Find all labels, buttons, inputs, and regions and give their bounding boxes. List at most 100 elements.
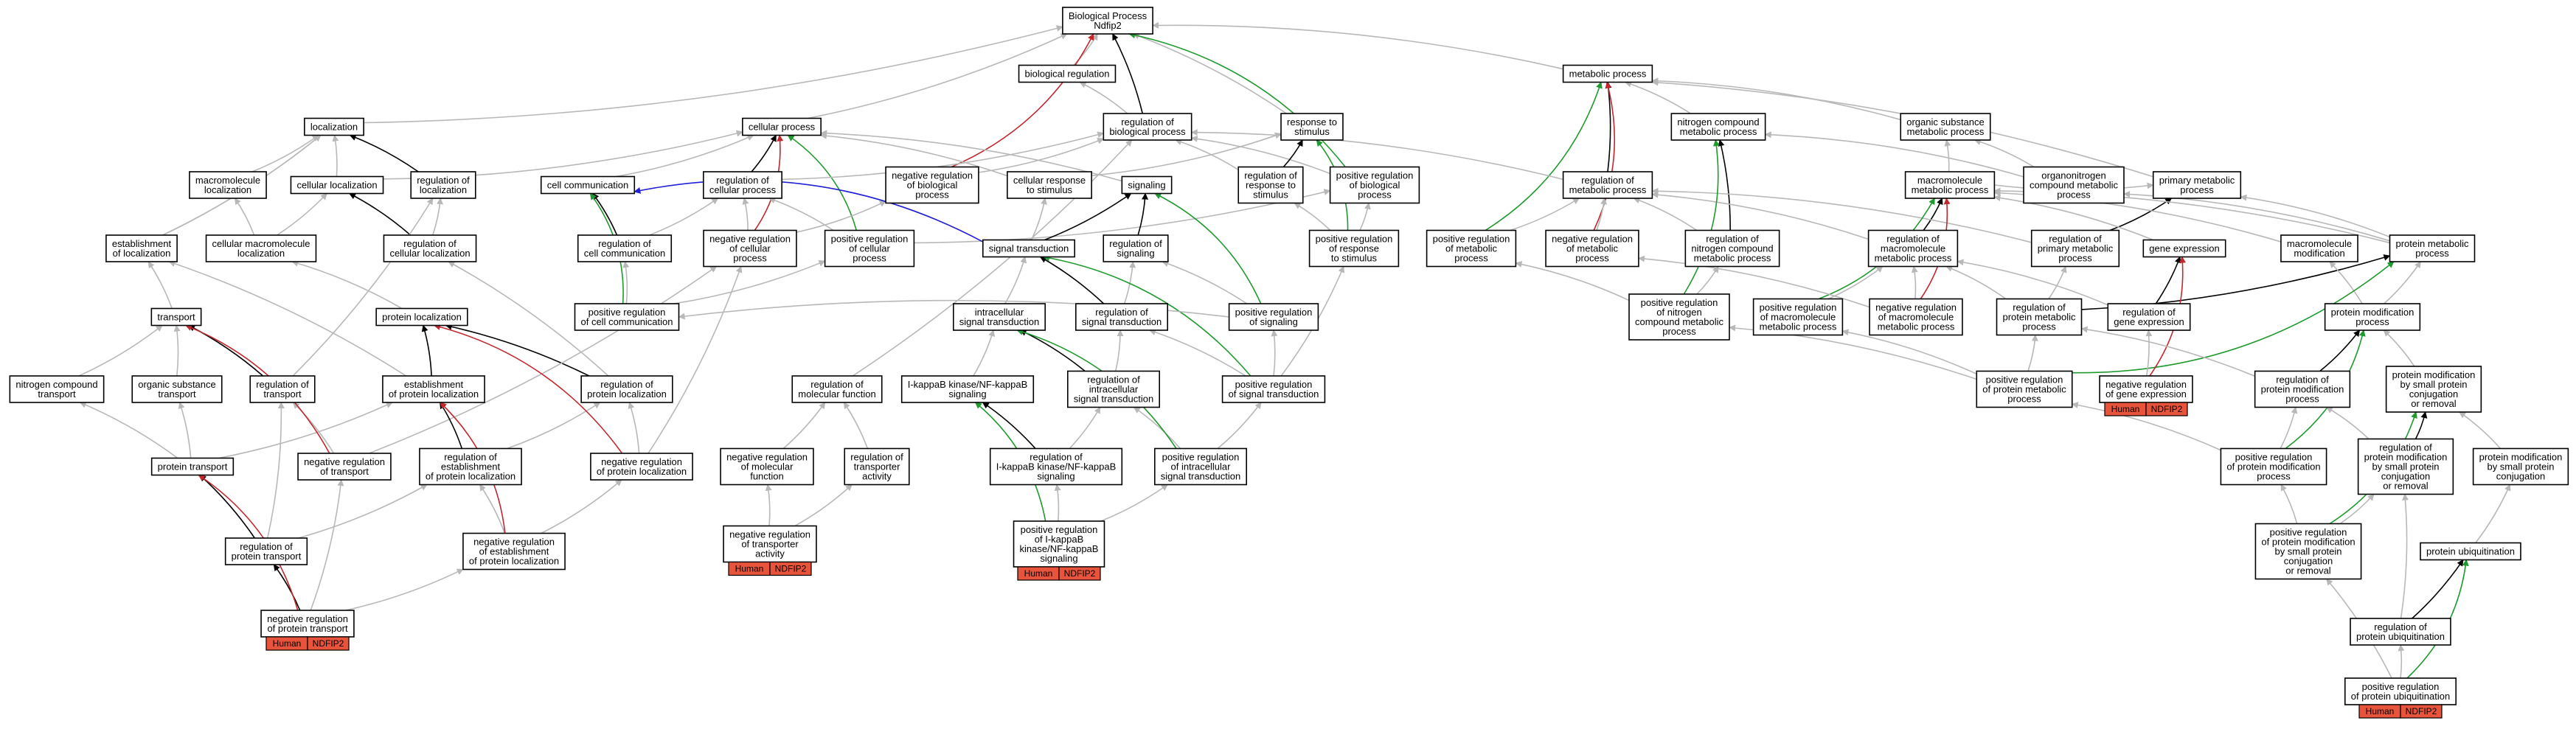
edge-is-a <box>2280 406 2298 449</box>
go-term-node-protein-localization[interactable]: protein localization <box>375 307 468 327</box>
go-term-node-biological-regulation[interactable]: biological regulation <box>1018 64 1117 83</box>
go-term-node-protein-ubiquitination[interactable]: protein ubiquitination <box>2420 542 2521 561</box>
go-term-node-gene-expression[interactable]: gene expression <box>2142 239 2226 258</box>
go-term-box <box>2350 618 2451 646</box>
edge-is-a <box>1944 139 1951 172</box>
go-term-node-regulation-of-ikappab-signaling[interactable]: regulation ofI-kappaB kinase/NF-kappaBsi… <box>989 447 1123 486</box>
gene-label: NDFIP2 <box>313 638 344 649</box>
go-term-label: protein ubiquitination <box>2426 546 2515 557</box>
go-term-label: regulation of <box>1244 170 1297 181</box>
go-term-node-metabolic-process[interactable]: metabolic process <box>1562 64 1653 83</box>
go-term-node-localization[interactable]: localization <box>304 117 364 136</box>
go-term-label: metabolic process <box>1878 321 1955 332</box>
edge-is-a <box>310 479 344 611</box>
go-term-label: of establishment <box>479 546 549 557</box>
go-term-label: metabolic process <box>1694 253 1771 264</box>
go-term-node-cellular-localization[interactable]: cellular localization <box>290 175 384 195</box>
edge-is-a <box>1148 329 1246 377</box>
go-term-label: by small protein <box>2274 546 2341 557</box>
go-term-node-cell-communication[interactable]: cell communication <box>540 175 636 195</box>
go-term-label: process <box>1575 253 1609 264</box>
go-term-node-protein-transport[interactable]: protein transport <box>150 457 235 476</box>
go-term-box <box>1154 447 1247 486</box>
go-term-node-signaling[interactable]: signaling <box>1121 175 1173 195</box>
go-term-box <box>1221 375 1326 403</box>
go-term-node-signal-transduction[interactable]: signal transduction <box>982 239 1075 258</box>
go-term-node-transport[interactable]: transport <box>150 307 202 327</box>
go-term-node-cellular-process[interactable]: cellular process <box>742 117 822 136</box>
